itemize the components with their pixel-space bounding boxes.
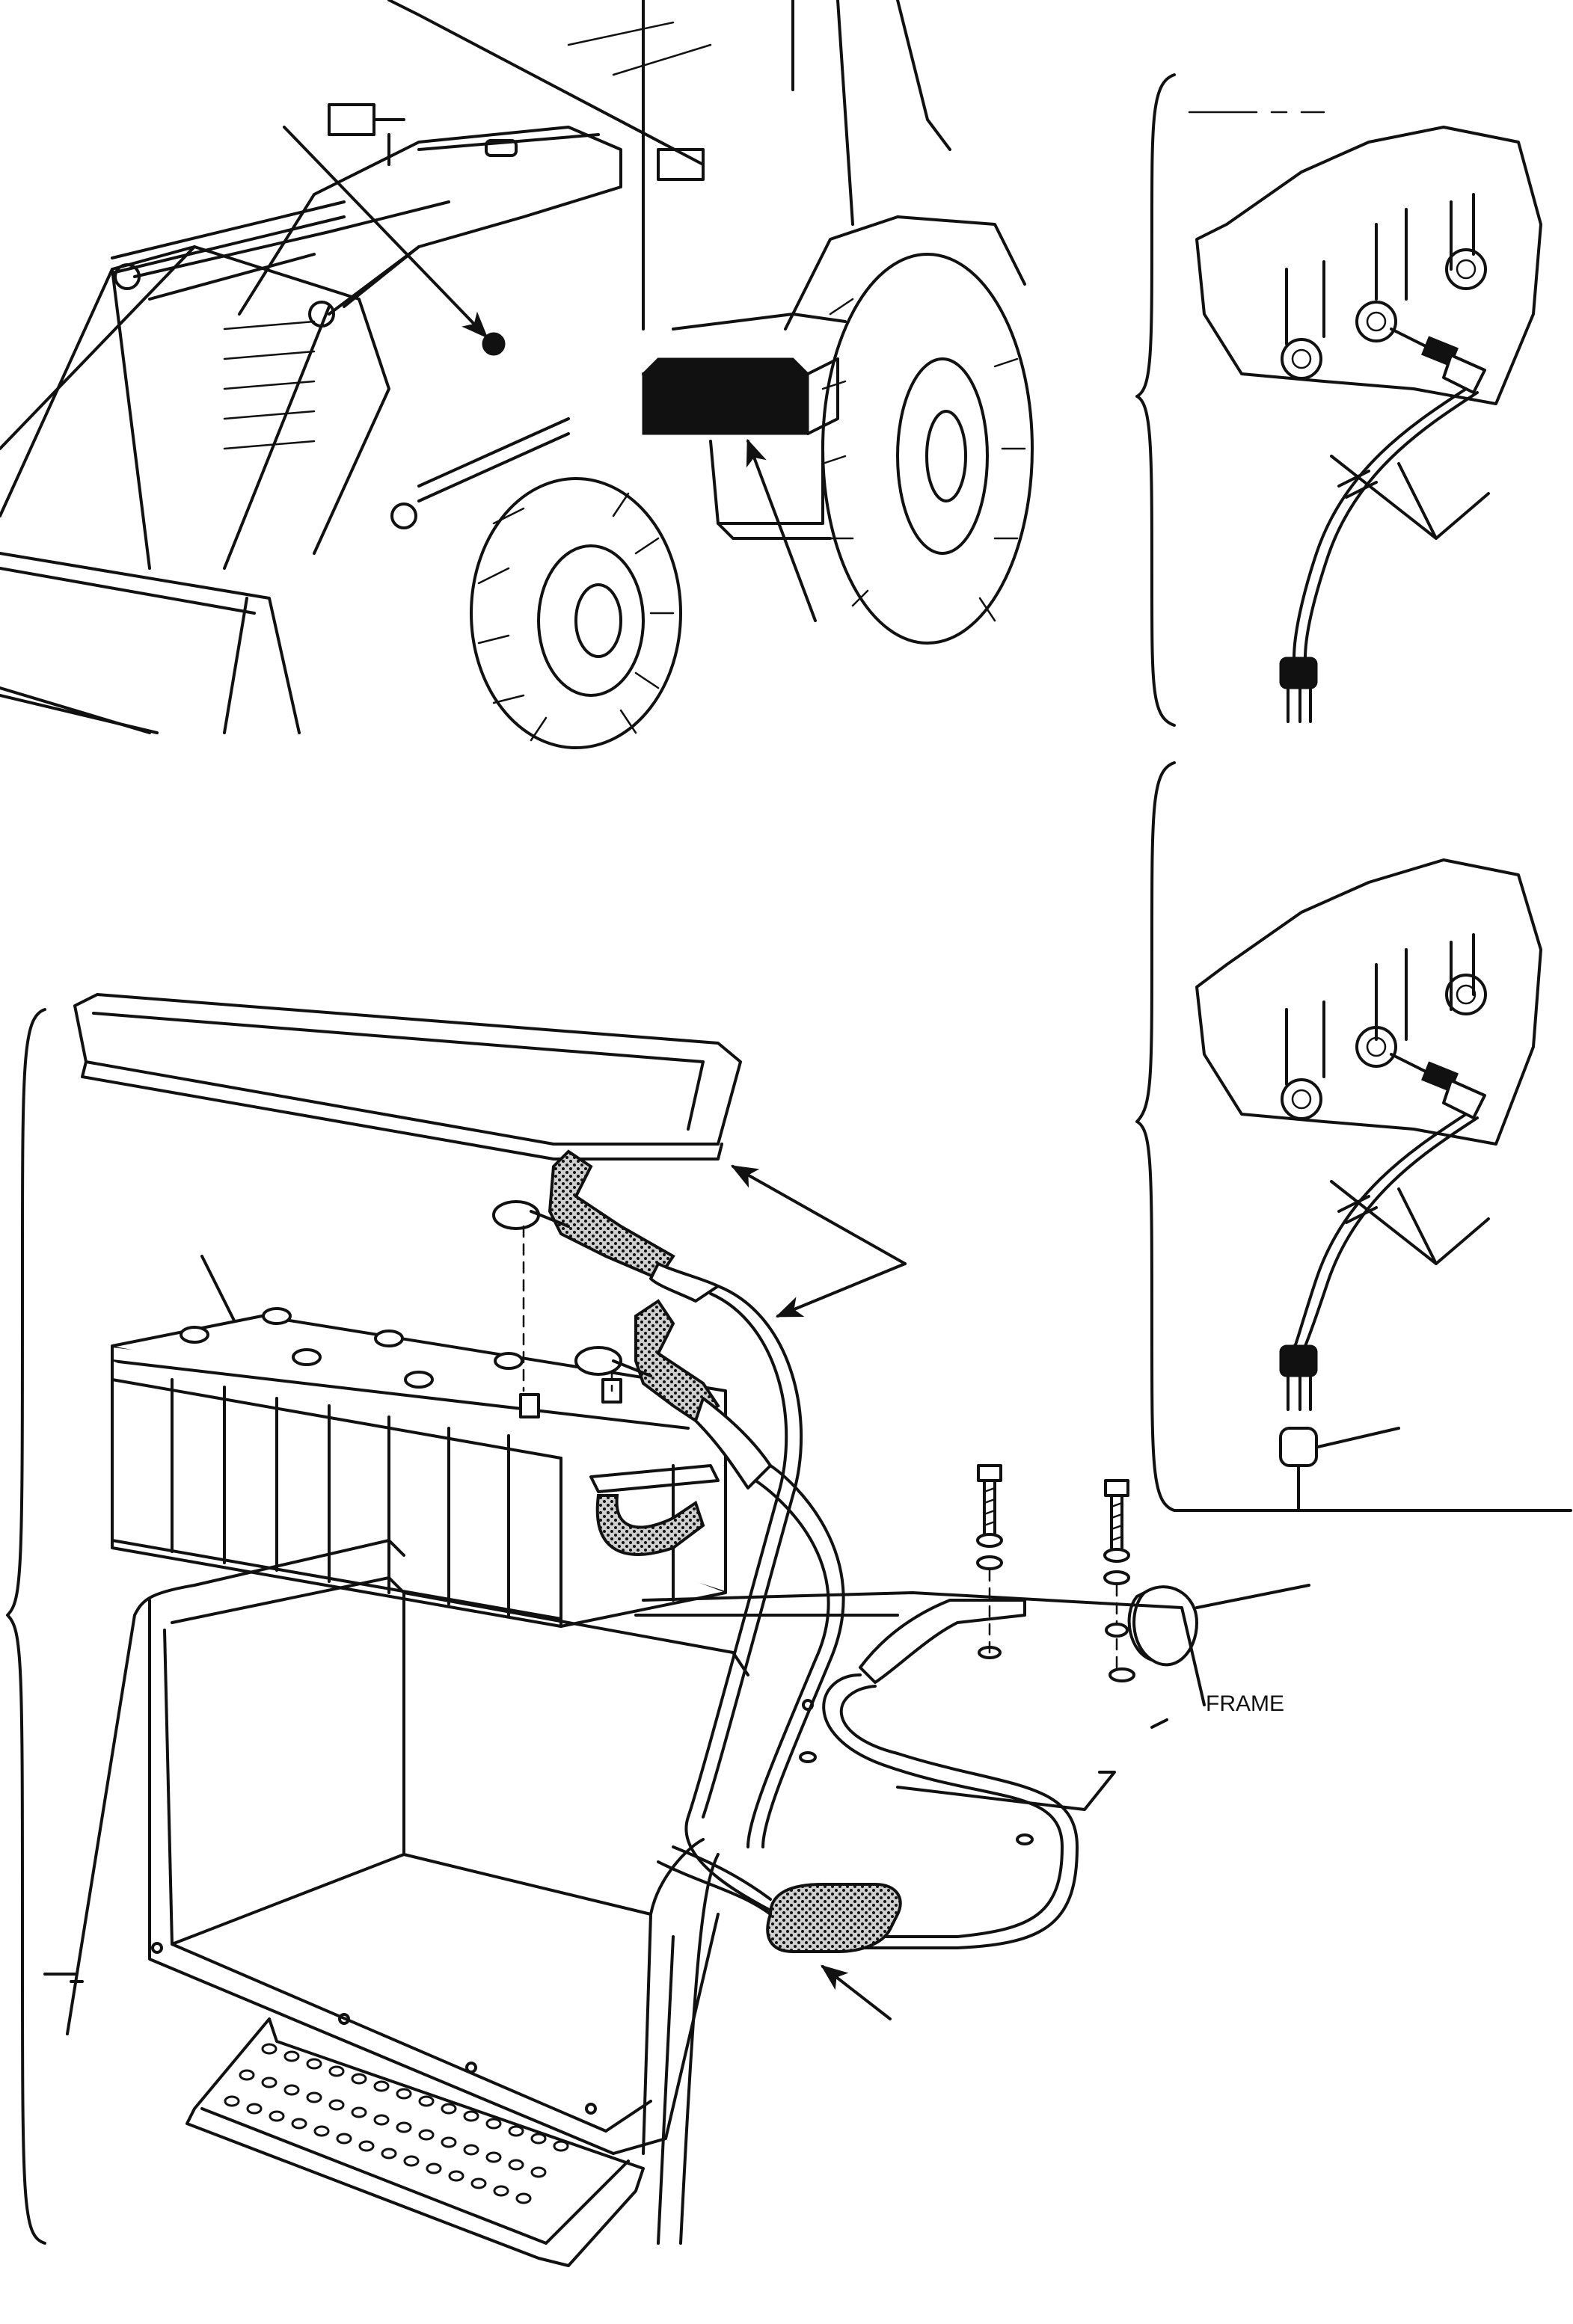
negative-cable (574, 1299, 845, 1848)
battery-exploded-view: FRAME (6, 993, 1310, 2267)
connector-detail-upper (1135, 73, 1542, 727)
machine-overview-view (0, 0, 1034, 749)
battery-cover (73, 993, 742, 1161)
cable-grommet (657, 1845, 902, 2020)
frame-plate (634, 1591, 1206, 1845)
frame-label: FRAME (1206, 1691, 1284, 1716)
entry-step (185, 2017, 645, 2267)
battery-box (43, 1539, 814, 2245)
connector-detail-lower (1135, 761, 1572, 1512)
positive-cable (492, 1149, 803, 1923)
battery (111, 1307, 727, 1628)
